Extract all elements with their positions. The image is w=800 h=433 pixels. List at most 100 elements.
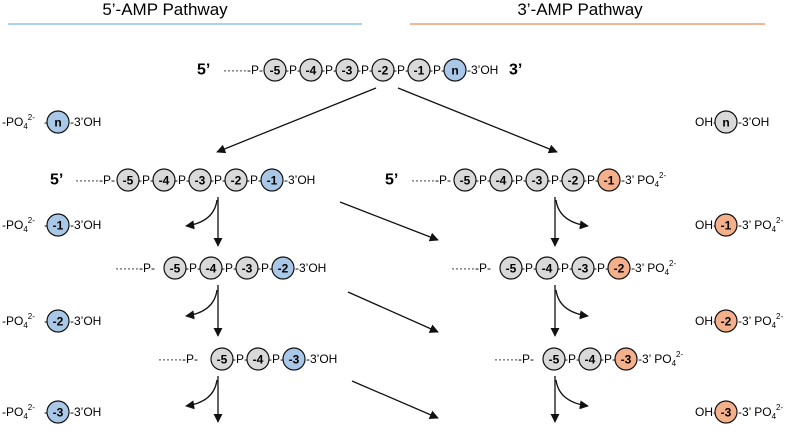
nucleotide-m5-circle: [499, 256, 523, 280]
nucleotide-m4-circle: [246, 347, 270, 371]
nucleotide-m3-label: -3: [532, 174, 543, 188]
released-nucleotide: -2: [46, 309, 70, 333]
bond-dash: -: [44, 218, 48, 232]
nucleotide-m2-label: -2: [568, 174, 579, 188]
nucleotide-m4-circle: [199, 256, 223, 280]
released-nucleotide: -1: [46, 213, 70, 237]
phosphate-link: -P-: [246, 173, 262, 187]
nucleotide-m1-circle: [260, 168, 284, 192]
nucleotide-m5-label: -5: [217, 353, 228, 367]
nucleotide-m1-circle: [407, 58, 431, 82]
nucleotide-m1-circle: [597, 168, 621, 192]
released-nucleotide-label: -2: [721, 315, 732, 329]
three-prime-oh: -3’OH: [70, 314, 101, 328]
phosphate-link: -P-: [257, 261, 273, 275]
released-nucleotides: -PO42--n-3’OH-PO42---1-3’OH-PO42---2-3’O…: [2, 110, 783, 424]
phosphate-link: -P-: [583, 173, 599, 187]
nucleotide-m4-label: -4: [585, 353, 596, 367]
nucleotide-m4-label: -4: [159, 174, 170, 188]
nucleotide-m1-label: -1: [414, 64, 425, 78]
three-prime-phosphate: -3’ PO42-: [738, 216, 783, 234]
three-prime-phosphate: -3’ PO42-: [621, 171, 666, 189]
phosphate-link: -P-: [174, 173, 190, 187]
phosphate-link: -P-: [221, 261, 237, 275]
nucleotide-m5-label: -5: [506, 262, 517, 276]
phosphate-link: -P-: [593, 261, 609, 275]
released-nucleotide-circle: [46, 309, 70, 333]
nucleotide-m4-circle: [578, 347, 602, 371]
release-curve-left-1: [185, 199, 218, 230]
chain-left-2: ······-P--5-P--4-P--3-P--2-3’OH: [115, 256, 326, 280]
nucleotide-m3: -3: [282, 347, 306, 371]
nucleotide-m3-circle: [614, 347, 638, 371]
released-nucleotide-circle: [46, 400, 70, 424]
released-5amp-m3: -PO42---3-3’OH: [2, 400, 101, 424]
nucleotide-m5: -5: [499, 256, 523, 280]
nucleotide-m4-label: -4: [206, 262, 217, 276]
chain-right-1: 5’······-P--5-P--4-P--3-P--2-P--1-3’ PO4…: [385, 168, 666, 192]
nucleotide-m2-label: -2: [231, 174, 242, 188]
nucleotide-m3: -3: [614, 347, 638, 371]
nucleotide-m5: -5: [263, 58, 287, 82]
released-nucleotide-circle: [46, 213, 70, 237]
nucleotide-m4: -4: [578, 347, 602, 371]
bond-dash: -: [44, 405, 48, 419]
three-prime-oh: -3’OH: [467, 63, 498, 77]
nucleotide-m3-circle: [235, 256, 259, 280]
nucleotide-m2-circle: [224, 168, 248, 192]
phosphate-link: -P-: [475, 173, 491, 187]
nucleotide-m3-label: -3: [578, 262, 589, 276]
phosphate-label: -PO42-: [2, 403, 35, 421]
release-curve-right-3: [555, 379, 589, 410]
released-nucleotide: -3: [714, 400, 738, 424]
nucleotide-m5: -5: [542, 347, 566, 371]
five-prime-label: 5’: [197, 62, 210, 79]
nucleotide-m5: -5: [163, 256, 187, 280]
released-nucleotide: n: [714, 110, 738, 134]
chain-left-1: 5’······-P--5-P--4-P--3-P--2-P--1-3’OH: [50, 168, 315, 192]
nucleotide-n: n: [443, 58, 467, 82]
chain-leading-dots: ······-P-: [411, 173, 451, 187]
release-curve-right-2: [555, 289, 589, 320]
nucleotide-m2-circle: [371, 58, 395, 82]
nucleotide-m4-label: -4: [253, 353, 264, 367]
chain-leading-dots: ······-P-: [223, 63, 263, 77]
nucleotide-m4: -4: [152, 168, 176, 192]
chain-leading-dots: ······-P-: [115, 261, 155, 275]
nucleotide-m5-label: -5: [123, 174, 134, 188]
oh-label: OH-: [695, 314, 717, 328]
three-prime-oh: -3’OH: [284, 173, 315, 187]
nucleotide-n-circle: [443, 58, 467, 82]
released-nucleotide-circle: [46, 110, 70, 134]
nucleotide-m5-circle: [163, 256, 187, 280]
chain-leading-dots: ······-P-: [494, 352, 534, 366]
phosphate-link: -P-: [232, 352, 248, 366]
nucleotide-m1: -1: [597, 168, 621, 192]
nucleotide-m5-label: -5: [270, 64, 281, 78]
cross-arrow-2: [347, 291, 439, 333]
nucleotide-m2-label: -2: [378, 64, 389, 78]
nucleotide-m2: -2: [607, 256, 631, 280]
release-curve-right-1: [555, 199, 589, 230]
nucleotide-m4: -4: [299, 58, 323, 82]
oh-label: OH-: [695, 115, 717, 129]
chain-top: 5’······-P--5-P--4-P--3-P--2-P--1-P-n-3’…: [197, 58, 522, 82]
phosphate-link: -P-: [511, 173, 527, 187]
nucleotide-m4: -4: [246, 347, 270, 371]
three-prime-phosphate: -3’ PO42-: [738, 312, 783, 330]
nucleotide-m1: -1: [407, 58, 431, 82]
oh-label: OH-: [695, 405, 717, 419]
bond-dash: -: [44, 314, 48, 328]
nucleotide-m5: -5: [453, 168, 477, 192]
nucleotide-m4-circle: [489, 168, 513, 192]
five-prime-label: 5’: [385, 172, 398, 189]
nucleotide-m2-circle: [561, 168, 585, 192]
nucleotide-m3: -3: [525, 168, 549, 192]
phosphate-label: -PO42-: [2, 312, 35, 330]
nucleotide-n-label: n: [451, 64, 458, 78]
nucleotide-m3-label: -3: [242, 262, 253, 276]
three-prime-oh: -3’OH: [70, 115, 101, 129]
right-pathway-title: 3’-AMP Pathway: [517, 0, 643, 19]
nucleotide-m4-circle: [152, 168, 176, 192]
phosphate-link: -P-: [321, 63, 337, 77]
